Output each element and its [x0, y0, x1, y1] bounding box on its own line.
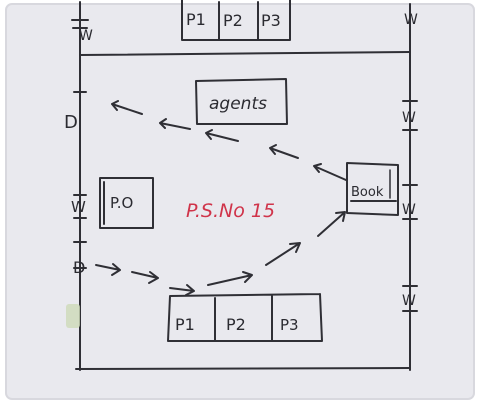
- bottom-shelf-cell-3: P3: [280, 316, 299, 334]
- bottom-shelf-cell-1: P1: [175, 315, 195, 334]
- right-window-label-4: W: [402, 293, 416, 309]
- right-window-label-2: W: [402, 110, 416, 126]
- agents-label: agents: [209, 94, 267, 114]
- right-window-label-1: W: [404, 12, 418, 28]
- shop-number-label: P.S.No 15: [186, 200, 275, 222]
- top-wall: [79, 51, 411, 56]
- po-counter: P.O: [99, 177, 154, 229]
- top-shelf-cell-1: P1: [186, 10, 206, 29]
- po-label: P.O: [110, 194, 133, 212]
- bottom-wall: [75, 367, 411, 370]
- bottom-shelf: P1 P2 P3: [167, 293, 323, 342]
- flow-arrow-2: [131, 271, 159, 284]
- flow-arrow-3: [169, 284, 195, 296]
- paper-sheet: [6, 4, 474, 399]
- flow-arrow-11: [111, 100, 143, 115]
- flow-arrow-6: [317, 211, 346, 237]
- top-shelf: P1 P2 P3: [181, 0, 291, 41]
- flow-arrow-9: [205, 129, 239, 142]
- left-upper-door-label: D: [64, 112, 78, 133]
- book-counter: Book: [346, 162, 399, 216]
- customer-flow-arrows: [95, 100, 347, 296]
- flow-arrow-1: [95, 263, 121, 276]
- left-lower-door-label: D: [73, 258, 85, 277]
- top-shelf-cell-3: P3: [261, 11, 281, 30]
- flow-arrow-10: [159, 118, 191, 130]
- marker-smear: [66, 304, 80, 328]
- flow-arrow-8: [269, 144, 299, 159]
- book-label: Book: [351, 185, 384, 200]
- flow-arrow-5: [265, 242, 301, 266]
- flow-arrow-7: [313, 163, 347, 181]
- left-top-window-label: W: [79, 28, 93, 44]
- left-middle-window-label: W: [71, 198, 86, 216]
- top-shelf-cell-2: P2: [223, 11, 243, 30]
- flow-arrow-4: [207, 271, 253, 286]
- agents-counter: agents: [195, 78, 288, 125]
- bottom-shelf-cell-2: P2: [226, 315, 246, 334]
- right-window-label-3: W: [402, 202, 416, 218]
